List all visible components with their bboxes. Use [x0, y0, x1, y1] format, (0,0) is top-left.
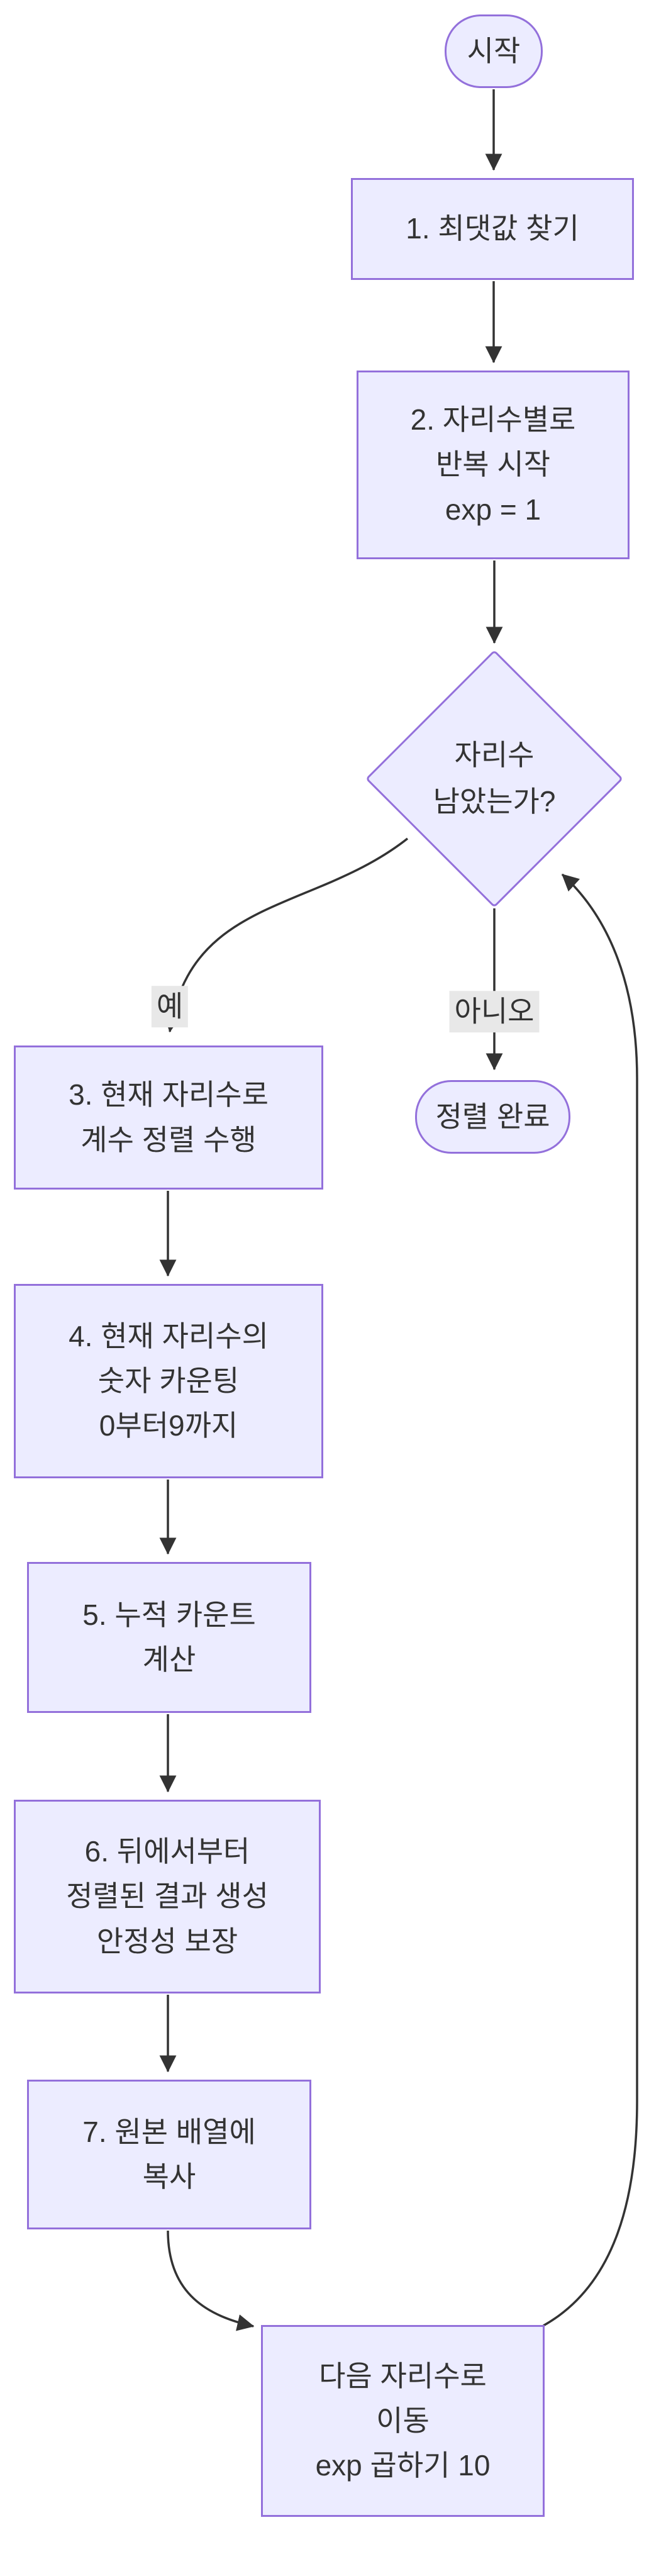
edge-loopbox-decision — [543, 873, 638, 2327]
node-step6-line: 안정성 보장 — [96, 1924, 238, 1958]
node-step6: 6. 뒤에서부터 정렬된 결과 생성 안정성 보장 — [14, 1800, 321, 1993]
edge-decision-step3-yes — [164, 837, 409, 1033]
node-step4-line: 숫자 카운팅 — [97, 1364, 240, 1397]
node-done: 정렬 완료 — [415, 1080, 570, 1154]
node-loopbox-line: exp 곱하기 10 — [315, 2449, 491, 2482]
node-loopbox-line: 다음 자리수로 — [319, 2359, 487, 2392]
node-step5: 5. 누적 카운트 계산 — [27, 1562, 311, 1713]
node-step3-line: 계수 정렬 수행 — [80, 1123, 257, 1156]
node-loopbox: 다음 자리수로 이동 exp 곱하기 10 — [261, 2325, 545, 2517]
node-step5-line: 계산 — [142, 1643, 196, 1676]
edge-label-no: 아니오 — [449, 991, 540, 1032]
node-step7: 7. 원본 배열에 복사 — [27, 2080, 311, 2229]
node-step2-line: 반복 시작 — [435, 448, 551, 481]
node-step5-line: 5. 누적 카운트 — [82, 1598, 256, 1631]
node-step6-line: 정렬된 결과 생성 — [66, 1880, 269, 1913]
node-step4: 4. 현재 자리수의 숫자 카운팅 0부터9까지 — [14, 1284, 323, 1478]
node-decision-line: 남았는가? — [433, 785, 556, 818]
node-step1: 1. 최댓값 찾기 — [351, 178, 634, 280]
node-step6-line: 6. 뒤에서부터 — [84, 1835, 250, 1868]
node-start: 시작 — [445, 14, 543, 88]
node-step3: 3. 현재 자리수로 계수 정렬 수행 — [14, 1045, 323, 1190]
node-step3-line: 3. 현재 자리수로 — [69, 1078, 269, 1112]
node-step4-line: 0부터9까지 — [99, 1409, 238, 1442]
edge-step7-loopbox — [167, 2230, 255, 2331]
node-step7-line: 복사 — [142, 2160, 196, 2193]
node-step1-label: 1. 최댓값 찾기 — [406, 212, 579, 245]
node-decision: 자리수 남았는가? — [403, 688, 586, 870]
node-step7-line: 7. 원본 배열에 — [82, 2115, 256, 2148]
node-loopbox-line: 이동 — [376, 2404, 430, 2437]
node-step2-line: 2. 자리수별로 — [410, 403, 576, 437]
node-done-label: 정렬 완료 — [435, 1100, 550, 1133]
node-step4-line: 4. 현재 자리수의 — [69, 1319, 269, 1352]
node-step2-line: exp = 1 — [445, 493, 541, 526]
node-decision-line: 자리수 — [454, 739, 535, 772]
node-step2: 2. 자리수별로 반복 시작 exp = 1 — [357, 371, 630, 559]
edge-label-yes: 예 — [151, 986, 189, 1027]
node-start-label: 시작 — [467, 34, 521, 67]
